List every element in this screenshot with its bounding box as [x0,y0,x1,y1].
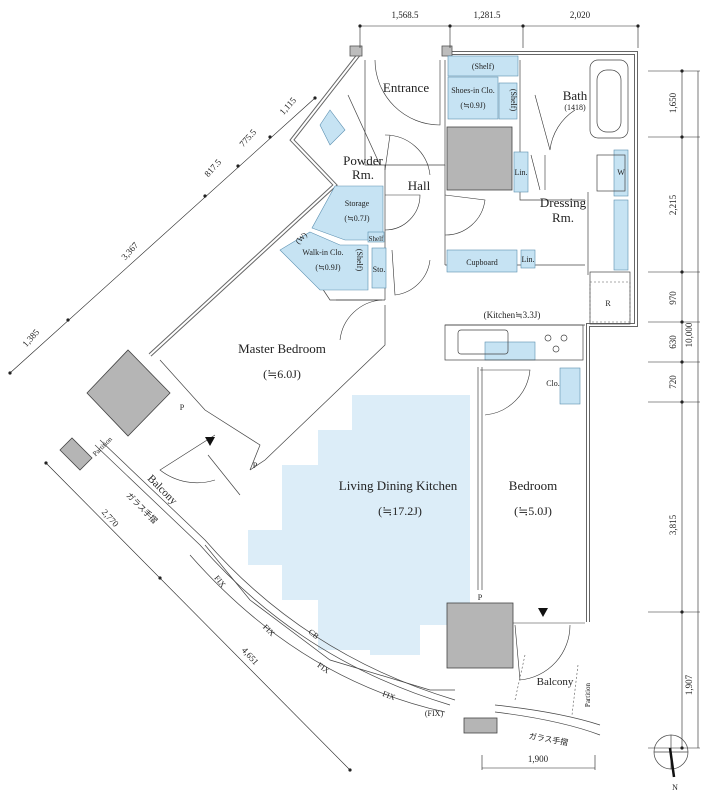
svg-text:(≒0.9J): (≒0.9J) [460,101,485,110]
svg-text:720: 720 [668,375,678,389]
svg-text:Partition: Partition [91,435,114,458]
svg-text:Lin.: Lin. [521,255,534,264]
balcony-railing [94,439,601,736]
svg-text:1,281.5: 1,281.5 [474,10,502,20]
svg-text:P: P [253,461,258,470]
svg-text:(≒0.9J): (≒0.9J) [315,263,340,272]
label-hall: Hall [408,178,431,193]
column-bedroom [446,602,514,669]
svg-text:1,650: 1,650 [668,92,678,113]
storage-areas [279,55,629,405]
label-dressing-1: Dressing [540,195,587,210]
svg-text:1,900: 1,900 [528,754,549,764]
dimension-dot [680,135,684,139]
doors[interactable] [159,59,585,681]
svg-text:775.5: 775.5 [237,127,258,149]
svg-text:(Shelf): (Shelf) [355,249,364,272]
svg-text:Lin.: Lin. [514,168,527,177]
svg-text:1,385: 1,385 [20,327,41,349]
washer-pan [596,154,626,192]
label-powder-2: Rm. [352,167,374,182]
label-kitchen: (Kitchen≒3.3J) [484,310,541,320]
svg-text:Storage: Storage [345,199,370,208]
svg-text:1,907: 1,907 [684,674,694,695]
svg-text:1,568.5: 1,568.5 [392,10,420,20]
label-bedroom: Bedroom [509,478,557,493]
dimension-dot [680,746,684,750]
svg-text:3,367: 3,367 [119,240,140,262]
column-bottom [463,717,498,734]
window-marker-left [205,437,215,446]
dimension-dot [680,320,684,324]
refrigerator-space [589,281,631,323]
label-master-bedroom: Master Bedroom [238,341,326,356]
svg-text:Walk-in Clo.: Walk-in Clo. [302,248,343,257]
svg-text:(≒0.7J): (≒0.7J) [344,214,369,223]
svg-text:(Shelf): (Shelf) [509,89,518,112]
label-entrance: Entrance [383,80,429,95]
svg-text:FIX: FIX [316,661,332,676]
dimension-diagonal-upper: 1,115 775.5 817.5 3,367 1,385 [8,95,317,375]
dimension-right: 1,650 2,215 970 630 720 3,815 1,907 10,0… [648,69,700,750]
pipe-shaft [446,126,513,191]
label-bath-size: (1418) [564,103,586,112]
stove-icon [544,334,568,353]
dimension-dot [680,610,684,614]
label-balcony-right: Balcony [537,676,574,688]
svg-text:FIX: FIX [212,574,227,590]
dimension-dot [680,400,684,404]
svg-text:Shoes-in Clo.: Shoes-in Clo. [451,86,495,95]
svg-text:2,215: 2,215 [668,194,678,215]
svg-text:FIX: FIX [381,689,396,702]
svg-text:Clo.: Clo. [546,379,560,388]
ldk-floor-area [248,395,470,655]
svg-text:Shelf: Shelf [369,235,384,243]
label-balcony-left: Balcony [145,473,180,508]
svg-text:N: N [672,783,678,792]
column-master-bedroom [86,349,171,437]
svg-text:4,651: 4,651 [240,645,261,667]
svg-text:ガラス手摺: ガラス手摺 [124,490,159,525]
dimension-dot [680,69,684,73]
svg-text:2,770: 2,770 [100,507,121,529]
dimension-dot [680,360,684,364]
svg-text:(FIX): (FIX) [425,709,444,718]
label-ldk: Living Dining Kitchen [339,478,458,493]
svg-text:10,000: 10,000 [684,322,694,347]
svg-text:2,020: 2,020 [570,10,591,20]
dimension-dot [680,270,684,274]
svg-text:970: 970 [668,291,678,305]
svg-text:W: W [617,168,625,177]
dimension-top: 1,568.5 1,281.5 2,020 [358,10,640,48]
svg-text:817.5: 817.5 [202,157,223,179]
window-marker-right [538,608,548,617]
label-bedroom-area: (≒5.0J) [514,504,552,518]
kitchen-counter [444,324,584,361]
label-master-bedroom-area: (≒6.0J) [263,367,301,381]
svg-text:R: R [605,299,611,308]
svg-text:P: P [478,593,483,602]
label-dressing-2: Rm. [552,210,574,225]
kitchen-sink [457,329,509,355]
svg-text:P: P [180,403,185,412]
column-balcony-left [59,437,93,471]
svg-text:3,815: 3,815 [668,514,678,535]
svg-text:1,115: 1,115 [277,95,298,117]
svg-text:(Shelf): (Shelf) [472,62,495,71]
label-bath: Bath [563,88,588,103]
svg-text:ガラス手摺: ガラス手摺 [528,731,569,748]
compass-icon: N [653,734,689,792]
label-ldk-area: (≒17.2J) [378,504,422,518]
svg-text:Cupboard: Cupboard [466,258,498,267]
exterior-walls [148,45,638,622]
room-labels: Entrance Powder Rm. Hall Bath (1418) Dre… [145,80,588,688]
svg-text:630: 630 [668,335,678,349]
svg-text:Partition: Partition [584,682,592,707]
svg-text:Sto.: Sto. [373,265,386,274]
label-powder-1: Powder [343,153,383,168]
dimension-bottom: 1,900 [481,754,596,770]
